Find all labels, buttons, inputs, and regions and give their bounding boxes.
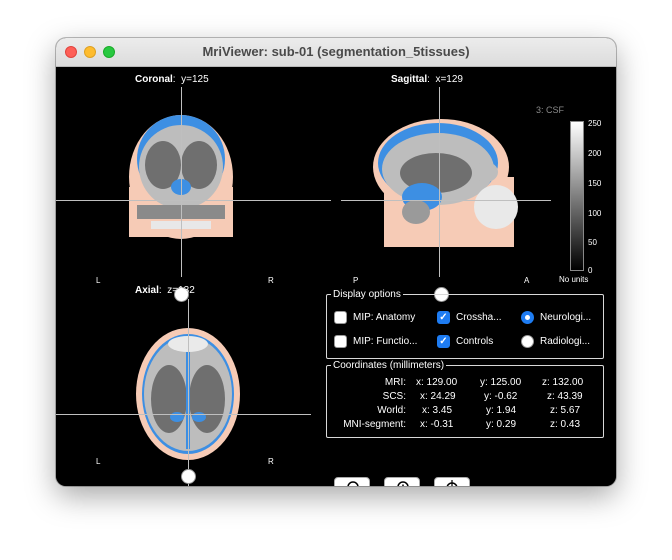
coordinates-group: Coordinates (millimeters) xyxy=(326,360,604,438)
coronal-view-label: Coronal: y=125 xyxy=(135,74,209,85)
coord-y-value: y: 1.94 xyxy=(486,405,517,416)
close-window-button[interactable] xyxy=(65,46,77,58)
colorbar-units: No units xyxy=(559,275,589,284)
neurological-radio[interactable]: Neurologi... xyxy=(521,311,591,324)
colorbar-tick: 200 xyxy=(588,149,602,158)
colorbar-tick: 150 xyxy=(588,179,602,188)
crosshair-target-button[interactable] xyxy=(434,477,470,486)
sagittal-slice-slider[interactable] xyxy=(434,287,449,302)
zoom-in-button[interactable] xyxy=(384,477,420,486)
radio-selected-icon xyxy=(521,311,534,324)
sagittal-posterior-marker: P xyxy=(353,276,359,285)
axial-view-label: Axial: z=132 xyxy=(135,285,195,296)
tissue-label: 3: CSF xyxy=(536,105,565,115)
zoom-in-icon xyxy=(397,481,409,486)
crosshair-checkbox[interactable]: ✓ Crossha... xyxy=(437,311,502,324)
coord-z-value: z: 5.67 xyxy=(550,405,581,416)
zoom-out-button[interactable] xyxy=(334,477,370,486)
colorbar xyxy=(570,121,584,271)
sagittal-slice-image[interactable] xyxy=(356,87,536,277)
minimize-window-button[interactable] xyxy=(84,46,96,58)
coord-x-value: x: 129.00 xyxy=(416,377,458,388)
coord-row-label: MNI-segment: xyxy=(343,419,406,430)
coord-z-value: z: 43.39 xyxy=(547,391,583,402)
controls-checkbox[interactable]: ✓ Controls xyxy=(437,335,493,348)
coord-z-value: z: 0.43 xyxy=(550,419,581,430)
crosshair-target-icon xyxy=(446,480,458,486)
axial-crosshair-vertical xyxy=(188,299,189,486)
maximize-window-button[interactable] xyxy=(103,46,115,58)
coordinates-legend: Coordinates (millimeters) xyxy=(333,360,445,371)
display-options-legend: Display options xyxy=(333,289,401,300)
viewer-content: Coronal: y=125 L R Sagittal: x=129 xyxy=(56,67,616,486)
radio-unselected-icon xyxy=(521,335,534,348)
coronal-crosshair-horizontal xyxy=(56,200,331,201)
coord-row-label: SCS: xyxy=(382,391,406,402)
coord-x-value: x: 3.45 xyxy=(422,405,453,416)
axial-left-marker: L xyxy=(96,457,101,466)
checkmark-icon: ✓ xyxy=(437,335,450,348)
mip-anatomy-checkbox[interactable]: MIP: Anatomy xyxy=(334,311,415,324)
colorbar-tick: 0 xyxy=(588,266,593,275)
checkmark-icon: ✓ xyxy=(437,311,450,324)
coord-z-value: z: 132.00 xyxy=(542,377,584,388)
coronal-crosshair-vertical xyxy=(181,87,182,277)
sagittal-crosshair-vertical xyxy=(439,87,440,277)
coronal-left-marker: L xyxy=(96,276,101,285)
window-title: MriViewer: sub-01 (segmentation_5tissues… xyxy=(202,44,470,59)
axial-right-marker: R xyxy=(268,457,274,466)
checkbox-unchecked-icon xyxy=(334,335,347,348)
coord-row-label: MRI: xyxy=(384,377,406,388)
checkbox-unchecked-icon xyxy=(334,311,347,324)
coord-y-value: y: 0.29 xyxy=(486,419,517,430)
coronal-slice-slider[interactable] xyxy=(174,287,189,302)
coronal-slice-image[interactable] xyxy=(101,87,281,267)
axial-crosshair-horizontal xyxy=(56,414,311,415)
colorbar-tick: 50 xyxy=(588,238,597,247)
sagittal-anterior-marker: A xyxy=(524,276,530,285)
colorbar-tick: 250 xyxy=(588,119,602,128)
coord-x-value: x: 24.29 xyxy=(420,391,456,402)
zoom-out-icon xyxy=(347,481,359,486)
mip-functional-checkbox[interactable]: MIP: Functio... xyxy=(334,335,417,348)
sagittal-crosshair-horizontal xyxy=(341,200,551,201)
title-bar: MriViewer: sub-01 (segmentation_5tissues… xyxy=(56,38,616,67)
axial-slice-slider[interactable] xyxy=(181,469,196,484)
coord-y-value: y: -0.62 xyxy=(484,391,518,402)
coord-y-value: y: 125.00 xyxy=(480,377,522,388)
axial-slice-image[interactable] xyxy=(111,299,271,486)
radiological-radio[interactable]: Radiologi... xyxy=(521,335,590,348)
coord-x-value: x: -0.31 xyxy=(420,419,454,430)
coronal-right-marker: R xyxy=(268,276,274,285)
sagittal-view-label: Sagittal: x=129 xyxy=(391,74,463,85)
coord-row-label: World: xyxy=(377,405,406,416)
display-options-group: Display options xyxy=(326,289,604,359)
mri-viewer-window: MriViewer: sub-01 (segmentation_5tissues… xyxy=(56,38,616,486)
colorbar-tick: 100 xyxy=(588,209,602,218)
